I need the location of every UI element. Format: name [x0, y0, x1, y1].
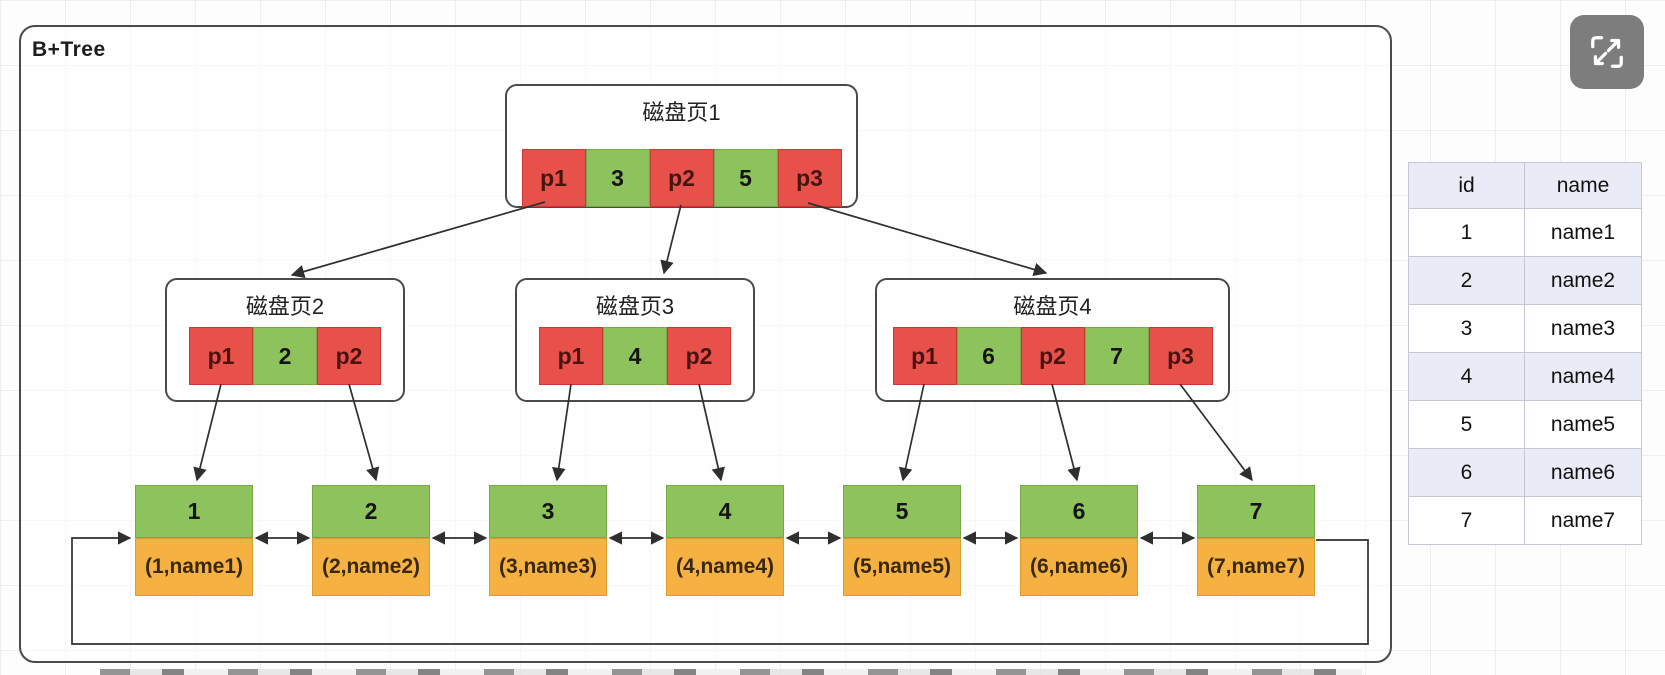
leaf-record: (2,name2)	[312, 538, 430, 596]
leaf-record: (3,name3)	[489, 538, 607, 596]
leaf-node-6: 6(6,name6)	[1020, 485, 1138, 596]
leaf-key: 2	[312, 485, 430, 538]
node-page1-cell-p2: p2	[649, 149, 714, 207]
leaf-record: (5,name5)	[843, 538, 961, 596]
leaf-key: 1	[135, 485, 253, 538]
node-title-page2: 磁盘页2	[245, 294, 325, 319]
table-cell-id: 3	[1408, 304, 1525, 353]
table-cell-id: 5	[1408, 400, 1525, 449]
node-page3-cell-4: 4	[603, 327, 667, 385]
leaf-key: 4	[666, 485, 784, 538]
expand-button[interactable]	[1570, 15, 1644, 89]
table-header-name: name	[1524, 162, 1642, 209]
cropped-content-strip	[100, 669, 1362, 675]
leaf-key: 7	[1197, 485, 1315, 538]
leaf-key: 3	[489, 485, 607, 538]
table-cell-id: 6	[1408, 448, 1525, 497]
table-cell-name: name2	[1524, 256, 1642, 305]
leaf-record: (6,name6)	[1020, 538, 1138, 596]
node-page4-cell-7: 7	[1084, 327, 1149, 385]
table-cell-id: 1	[1408, 208, 1525, 257]
node-page3-cell-p1: p1	[539, 327, 603, 385]
expand-icon	[1591, 36, 1623, 68]
leaf-record: (4,name4)	[666, 538, 784, 596]
leaf-node-3: 3(3,name3)	[489, 485, 607, 596]
leaf-node-1: 1(1,name1)	[135, 485, 253, 596]
table-cell-name: name1	[1524, 208, 1642, 257]
node-page2-cell-p2: p2	[317, 327, 381, 385]
node-page2-cell-p1: p1	[189, 327, 253, 385]
table-cell-id: 7	[1408, 496, 1525, 545]
node-page1-cell-5: 5	[713, 149, 778, 207]
node-page1-cell-p1: p1	[521, 149, 586, 207]
leaf-node-7: 7(7,name7)	[1197, 485, 1315, 596]
table-header-id: id	[1408, 162, 1525, 209]
node-page4-cell-p3: p3	[1148, 327, 1213, 385]
table-cell-name: name7	[1524, 496, 1642, 545]
node-page3-cell-p2: p2	[667, 327, 731, 385]
node-title-page3: 磁盘页3	[595, 294, 675, 319]
node-page2-cell-2: 2	[253, 327, 317, 385]
table-cell-name: name3	[1524, 304, 1642, 353]
node-page1-cell-p3: p3	[777, 149, 842, 207]
leaf-record: (7,name7)	[1197, 538, 1315, 596]
table-cell-id: 4	[1408, 352, 1525, 401]
node-page1-cell-3: 3	[585, 149, 650, 207]
leaf-key: 5	[843, 485, 961, 538]
leaf-key: 6	[1020, 485, 1138, 538]
node-title-page4: 磁盘页4	[1013, 294, 1092, 319]
node-page4-cell-p2: p2	[1020, 327, 1085, 385]
node-title-page1: 磁盘页1	[642, 100, 721, 125]
leaf-node-5: 5(5,name5)	[843, 485, 961, 596]
table-cell-name: name6	[1524, 448, 1642, 497]
leaf-record: (1,name1)	[135, 538, 253, 596]
node-page4-cell-6: 6	[956, 327, 1021, 385]
leaf-node-2: 2(2,name2)	[312, 485, 430, 596]
table-cell-name: name5	[1524, 400, 1642, 449]
table-cell-id: 2	[1408, 256, 1525, 305]
frame-title: B+Tree	[32, 38, 106, 61]
leaf-node-4: 4(4,name4)	[666, 485, 784, 596]
table-cell-name: name4	[1524, 352, 1642, 401]
node-page4-cell-p1: p1	[892, 327, 957, 385]
